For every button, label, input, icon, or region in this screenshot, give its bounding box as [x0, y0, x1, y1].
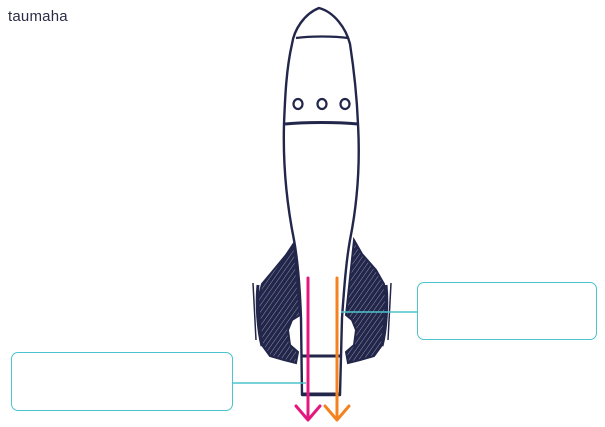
label-box-right[interactable]	[417, 282, 597, 340]
rocket-body	[282, 6, 360, 397]
right-fin	[344, 236, 392, 365]
label-box-left[interactable]	[11, 352, 233, 411]
portholes	[292, 97, 351, 111]
magenta-down-arrow	[294, 276, 322, 422]
orange-down-arrow	[323, 276, 351, 422]
topic-label: taumaha	[8, 8, 68, 25]
left-fin	[252, 240, 302, 365]
